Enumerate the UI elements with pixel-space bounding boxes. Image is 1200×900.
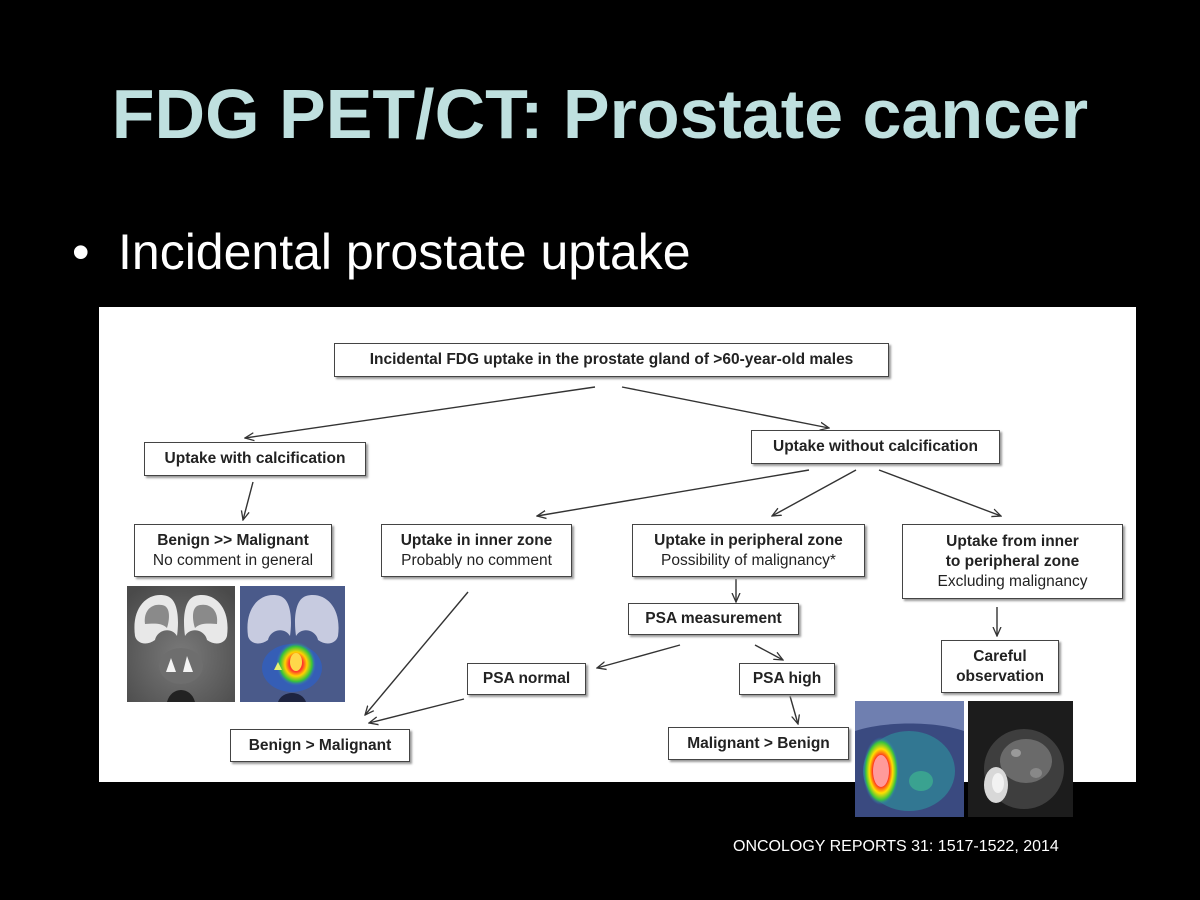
arrow-without-to-inner	[537, 469, 810, 516]
benign-much-greater-sub: No comment in general	[152, 551, 314, 569]
inner-zone-sub: Probably no comment	[401, 551, 552, 569]
malignant-greater-box: Malignant > Benign	[668, 727, 849, 760]
benign-greater-label: Benign > Malignant	[248, 736, 392, 754]
root-box: Incidental FDG uptake in the prostate gl…	[334, 343, 889, 377]
inner-to-peripheral-label-2: to peripheral zone	[945, 552, 1080, 570]
careful-label-1: Careful	[973, 647, 1027, 665]
slide-title: FDG PET/CT: Prostate cancer	[111, 75, 1089, 153]
with-calcification-label: Uptake with calcification	[164, 450, 346, 467]
root-label: Incidental FDG uptake in the prostate gl…	[369, 351, 854, 368]
arrow-root-to-with-calc	[245, 386, 596, 438]
peripheral-zone-box: Uptake in peripheral zone Possibility of…	[632, 524, 865, 577]
mri-image-right	[968, 701, 1073, 817]
psa-measurement-label: PSA measurement	[645, 610, 782, 627]
arrow-normal-to-benign	[369, 698, 465, 723]
arrow-high-to-malignant	[789, 695, 798, 724]
inner-to-peripheral-label-1: Uptake from inner	[946, 532, 1079, 550]
arrow-without-to-inner-peripheral	[878, 469, 1001, 516]
inner-zone-box: Uptake in inner zone Probably no comment	[381, 524, 572, 577]
psa-high-label: PSA high	[752, 670, 822, 687]
bullet-item: • Incidental prostate uptake	[72, 222, 691, 282]
pet-ct-fusion-image-right	[855, 701, 964, 817]
flowchart-arrows	[99, 386, 1136, 782]
psa-measurement-box: PSA measurement	[628, 603, 799, 635]
arrow-without-to-peripheral	[772, 469, 857, 516]
arrow-psa-to-high	[754, 644, 783, 660]
inner-to-peripheral-sub: Excluding malignancy	[937, 572, 1088, 590]
benign-much-greater-label: Benign >> Malignant	[157, 531, 309, 549]
arrow-root-to-without-calc	[621, 386, 829, 428]
psa-normal-box: PSA normal	[467, 663, 586, 695]
pet-ct-fusion-image-left	[240, 586, 345, 702]
careful-observation-box: Careful observation	[941, 640, 1059, 693]
arrow-psa-to-normal	[597, 644, 681, 668]
without-calcification-box: Uptake without calcification	[751, 430, 1000, 464]
inner-to-peripheral-box: Uptake from inner to peripheral zone Exc…	[902, 524, 1123, 599]
arrow-inner-to-benign	[365, 591, 469, 715]
flowchart-panel: Incidental FDG uptake in the prostate gl…	[99, 307, 1136, 782]
careful-label-2: observation	[956, 667, 1044, 685]
bullet-marker: •	[72, 224, 90, 280]
ct-scan-image-left	[127, 586, 235, 702]
benign-greater-box: Benign > Malignant	[230, 729, 410, 762]
without-calcification-label: Uptake without calcification	[773, 438, 978, 455]
peripheral-zone-sub: Possibility of malignancy*	[661, 551, 836, 569]
bullet-text: Incidental prostate uptake	[118, 224, 691, 280]
source-citation: ONCOLOGY REPORTS 31: 1517-1522, 2014	[733, 838, 1059, 855]
malignant-greater-label: Malignant > Benign	[687, 734, 830, 752]
with-calcification-box: Uptake with calcification	[144, 442, 366, 476]
psa-high-box: PSA high	[739, 663, 835, 695]
arrow-with-calc-to-benign	[243, 481, 254, 520]
peripheral-zone-label: Uptake in peripheral zone	[654, 531, 843, 549]
benign-much-greater-box: Benign >> Malignant No comment in genera…	[134, 524, 332, 577]
psa-normal-label: PSA normal	[482, 670, 571, 687]
inner-zone-label: Uptake in inner zone	[400, 531, 553, 549]
